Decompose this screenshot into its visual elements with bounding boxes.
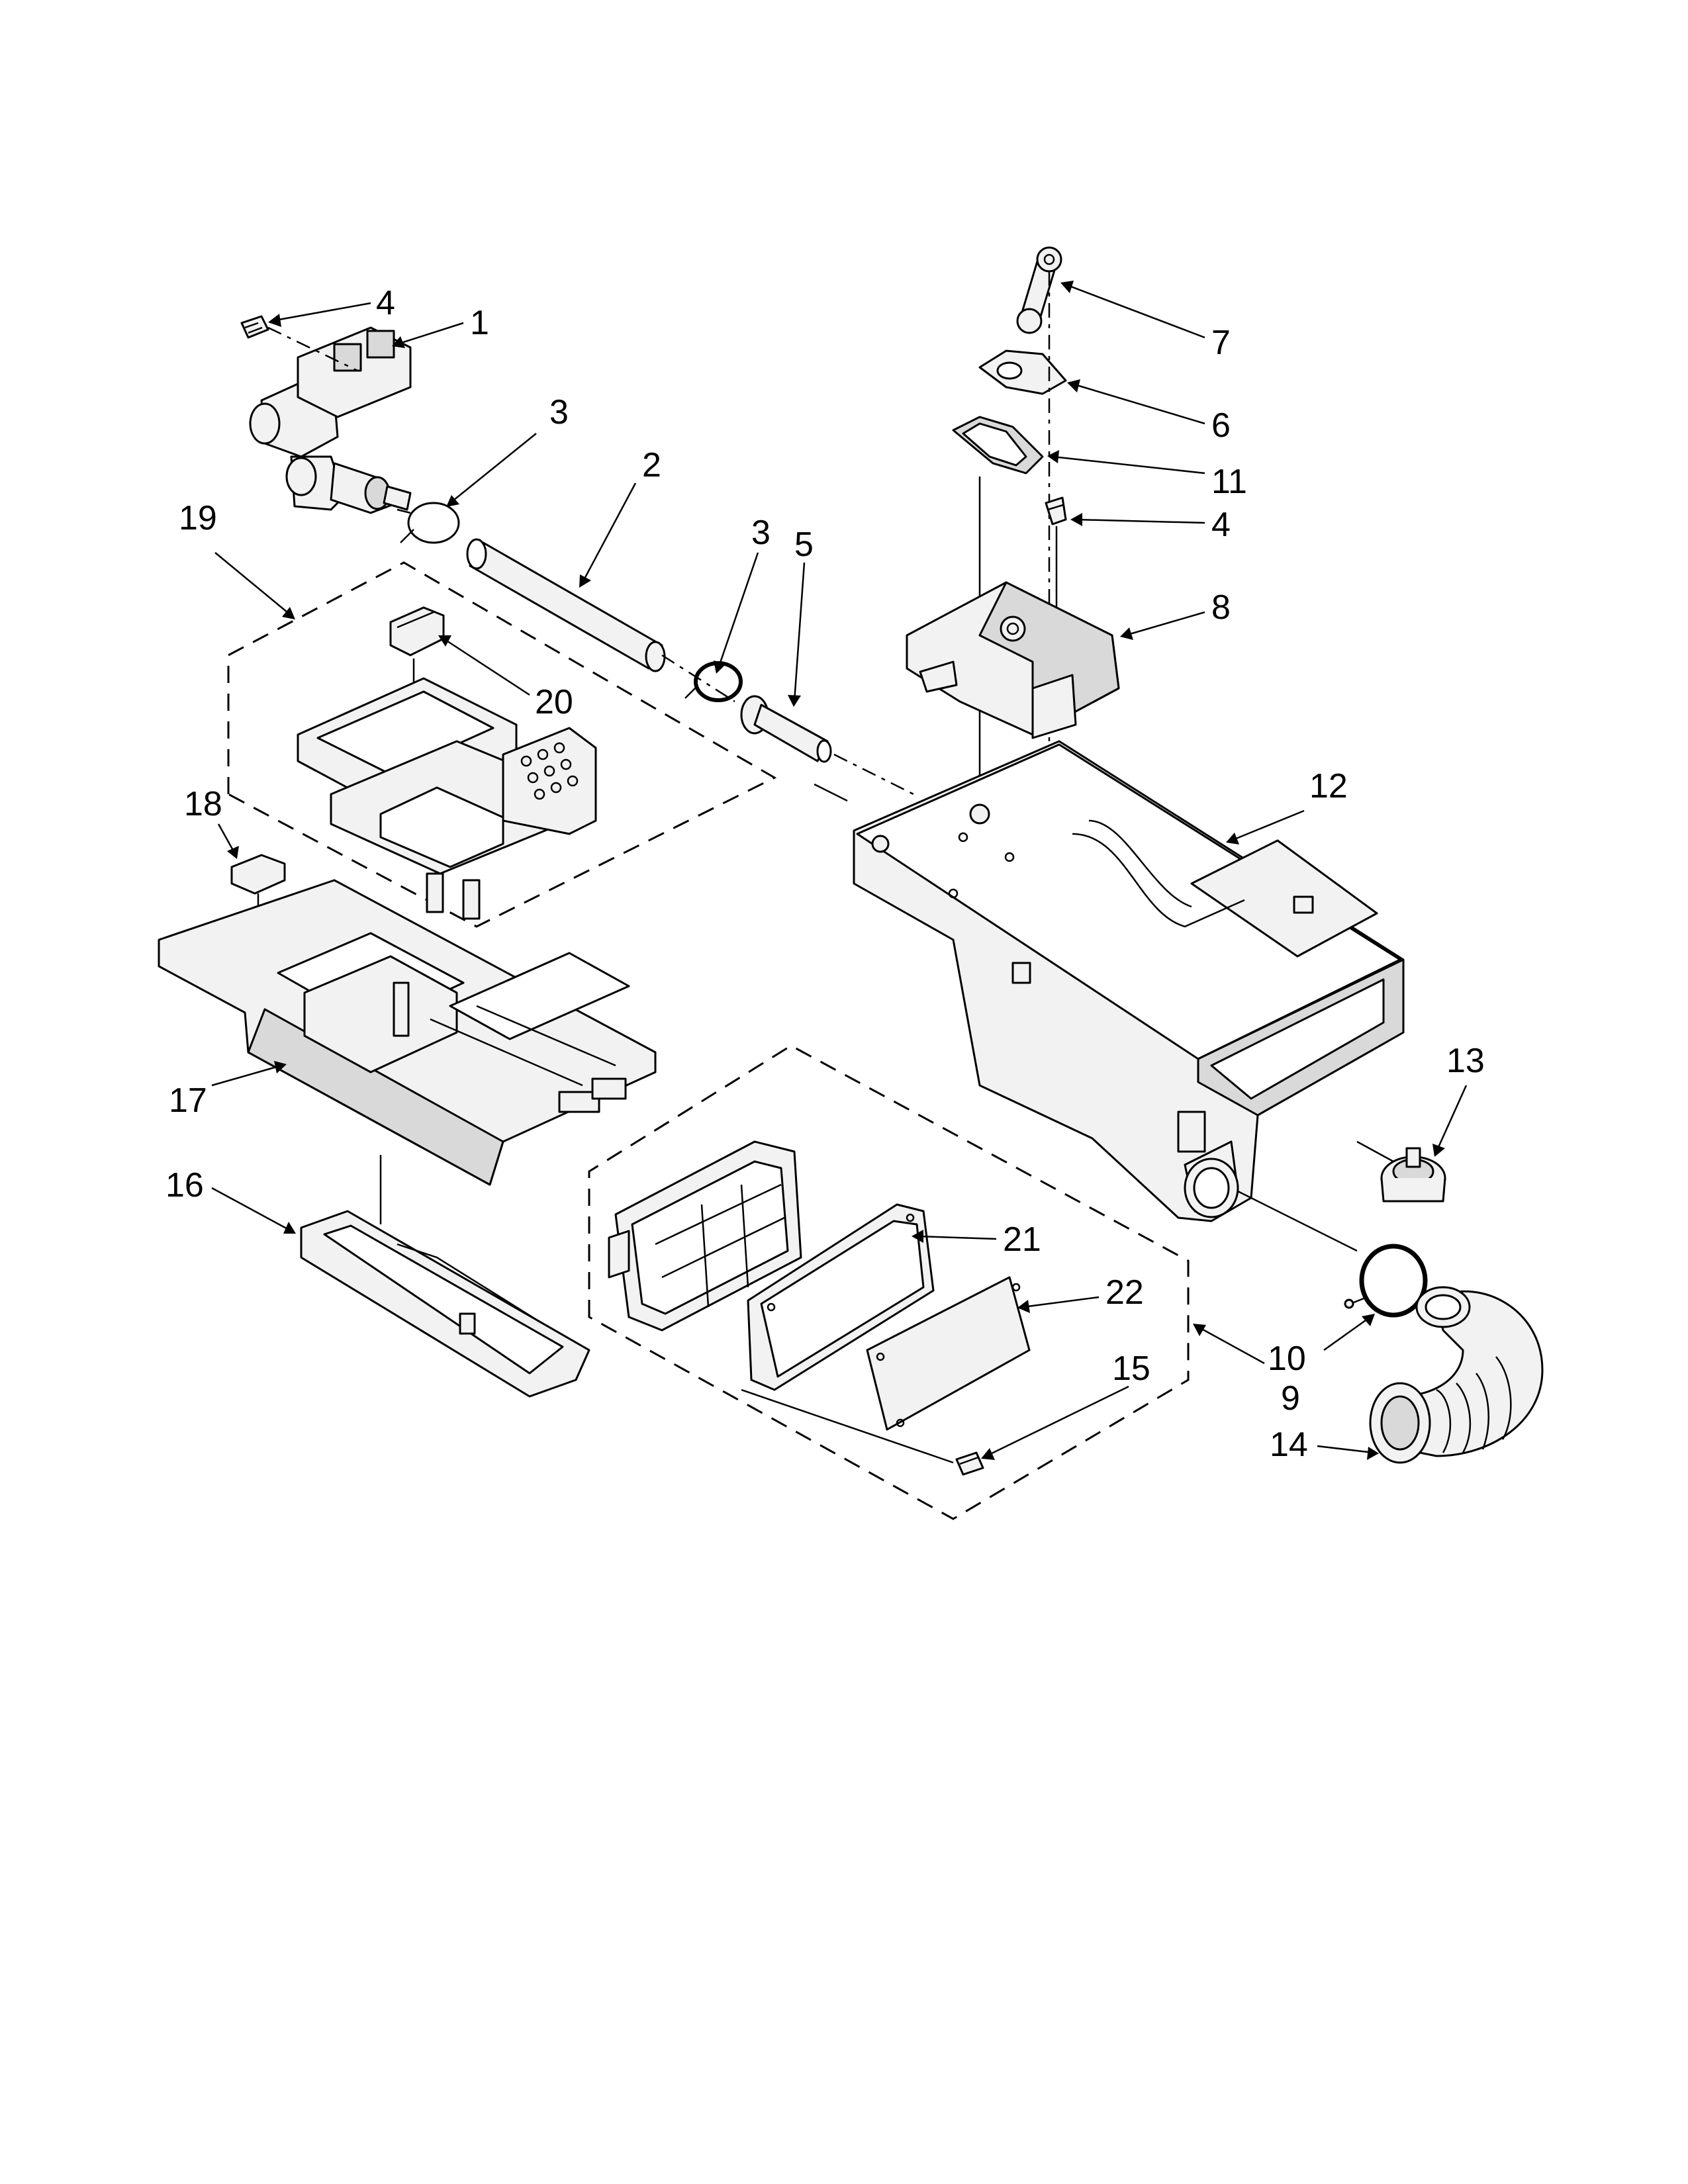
callout-18: 18 (184, 785, 222, 823)
pressure-switch-part-13 (1380, 1147, 1446, 1203)
door-frame (608, 1140, 802, 1332)
tube-axis (833, 753, 914, 796)
link-arm-part-7 (1016, 246, 1062, 334)
callout-19: 19 (179, 499, 217, 537)
callout-6: 6 (1211, 406, 1231, 445)
clamp-axis (1237, 1190, 1358, 1252)
dispenser-insert (297, 677, 597, 920)
inlet-hose-part-2 (466, 538, 666, 672)
callout-20: 20 (535, 683, 573, 721)
housing-axis (814, 783, 848, 802)
door-axis (741, 1388, 954, 1464)
screw-part-4-left (240, 315, 269, 339)
door-panel-part-22 (866, 1276, 1031, 1431)
callout-9: 9 (1281, 1379, 1300, 1418)
hose-clamp-part-3-left (397, 502, 460, 544)
hose-axis (661, 654, 735, 703)
callout-3-clamp-right: 3 (751, 514, 771, 552)
callout-leaders (211, 281, 1468, 1460)
bellows-hose-part-14 (1369, 1286, 1544, 1464)
cam-part-6 (978, 349, 1067, 395)
sensor-axis (1356, 1140, 1394, 1163)
dispenser-holes (520, 742, 579, 800)
drawer-tray-part-16 (300, 1210, 590, 1398)
callout-12: 12 (1309, 767, 1348, 805)
callout-4-screw-left: 4 (376, 284, 395, 322)
hose-clamp-part-10 (1344, 1244, 1428, 1318)
callout-8: 8 (1211, 588, 1231, 627)
callout-14: 14 (1270, 1426, 1308, 1464)
callout-2: 2 (642, 446, 661, 484)
inlet-tube-part-5 (740, 695, 832, 763)
door-gasket-part-21 (747, 1203, 935, 1391)
dispenser-housing-part-12 (853, 740, 1405, 1222)
callout-17: 17 (169, 1081, 207, 1120)
callout-22: 22 (1105, 1273, 1144, 1312)
dispenser-drawer-part-17 (158, 879, 657, 1186)
callout-7: 7 (1211, 324, 1231, 362)
screw-part-4-right (1045, 496, 1067, 525)
dispenser-motor-part-8 (906, 581, 1120, 739)
siphon-cap-part-20 (389, 606, 445, 657)
callout-21: 21 (1003, 1220, 1041, 1259)
callout-3-clamp-left: 3 (549, 393, 569, 432)
door-assembly-box-9 (588, 1044, 1190, 1520)
callout-5: 5 (794, 525, 814, 564)
callout-4-screw-right: 4 (1211, 506, 1231, 544)
callout-16: 16 (165, 1166, 204, 1205)
water-valve-part-1 (249, 326, 412, 514)
callout-15: 15 (1112, 1349, 1150, 1388)
callout-13: 13 (1446, 1042, 1485, 1080)
callout-1: 1 (470, 304, 489, 342)
callout-10: 10 (1268, 1340, 1306, 1378)
gasket-part-11 (952, 416, 1044, 475)
callout-11: 11 (1211, 463, 1247, 501)
screw-part-15 (955, 1451, 984, 1476)
hose-clamp-part-3-right (684, 661, 743, 702)
clip-part-18 (230, 854, 286, 895)
